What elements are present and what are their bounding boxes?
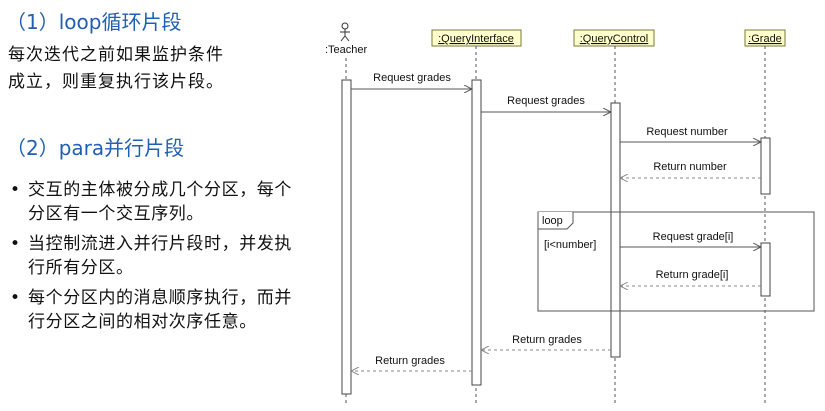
text-panel: （1）loop循环片段 每次迭代之前如果监护条件 成立，则重复执行该片段。 （2… xyxy=(0,0,315,411)
heading-loop: （1）loop循环片段 xyxy=(6,10,182,34)
activation-query-interface xyxy=(471,79,482,386)
message-label: Request grades xyxy=(507,95,585,107)
sequence-diagram: :Teacher :QueryInterface :QueryControl :… xyxy=(325,22,815,405)
object-grade: :Grade xyxy=(744,29,786,47)
heading-para: （2）para并行片段 xyxy=(6,136,185,160)
object-label: :QueryInterface xyxy=(438,33,514,45)
bullet-item: 交互的主体被分成几个分区，每个分区有一个交互序列。 xyxy=(8,178,308,226)
object-label: :Grade xyxy=(748,33,782,45)
message-label: Request grades xyxy=(373,72,451,84)
object-query-control: :QueryControl xyxy=(573,29,655,47)
message-label: Return grades xyxy=(375,355,445,367)
message-label: Request number xyxy=(646,126,728,138)
activation-teacher xyxy=(341,79,352,395)
message-label: Return number xyxy=(653,161,727,173)
bullet-item: 每个分区内的消息顺序执行，而并行分区之间的相对次序任意。 xyxy=(8,286,308,334)
message-return-grades-1: Return grades xyxy=(481,334,611,350)
message-return-grades-2: Return grades xyxy=(351,355,472,371)
loop-description-line1: 每次迭代之前如果监护条件 xyxy=(8,45,224,65)
message-label: Return grades xyxy=(512,334,582,346)
loop-guard: [i<number] xyxy=(544,239,596,251)
message-label: Request grade[i] xyxy=(653,231,734,243)
activation-grade-2 xyxy=(760,242,771,297)
loop-description: 每次迭代之前如果监护条件 成立，则重复执行该片段。 xyxy=(8,42,298,96)
message-label: Return grade[i] xyxy=(656,269,729,281)
object-label: :QueryControl xyxy=(580,33,648,45)
activation-query-control xyxy=(610,102,621,358)
activation-grade-1 xyxy=(760,137,771,195)
object-query-interface: :QueryInterface xyxy=(431,29,522,47)
message-request-grade-i: Request grade[i] xyxy=(620,231,761,247)
actor-label: :Teacher xyxy=(325,44,368,56)
message-return-number: Return number xyxy=(620,161,761,178)
loop-fragment: loop [i<number] xyxy=(537,211,815,312)
message-return-grade-i: Return grade[i] xyxy=(620,269,761,286)
bullet-item: 当控制流进入并行片段时，并发执行所有分区。 xyxy=(8,232,308,280)
actor-stick-figure-icon xyxy=(340,22,350,42)
message-request-grades-2: Request grades xyxy=(481,95,611,112)
para-bullet-list: 交互的主体被分成几个分区，每个分区有一个交互序列。 当控制流进入并行片段时，并发… xyxy=(8,178,308,340)
message-request-grades-1: Request grades xyxy=(351,72,472,89)
actor-teacher: :Teacher xyxy=(325,22,368,56)
message-request-number: Request number xyxy=(620,126,761,142)
loop-label: loop xyxy=(542,215,563,227)
loop-description-line2: 成立，则重复执行该片段。 xyxy=(8,72,224,92)
